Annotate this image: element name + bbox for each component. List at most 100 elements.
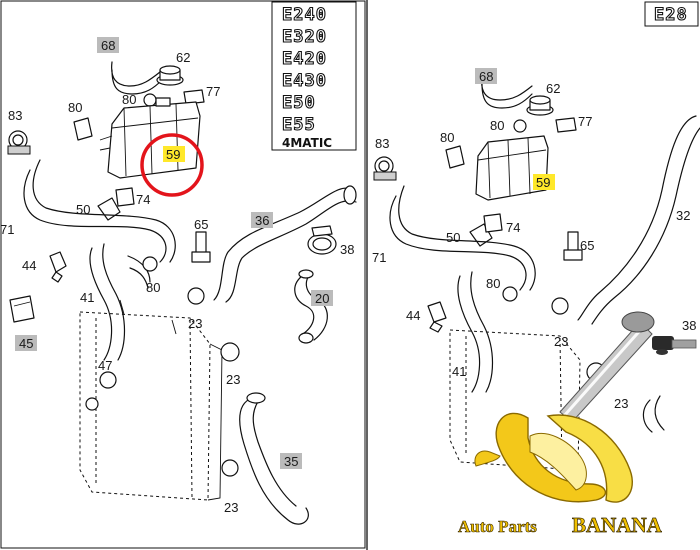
clip-44 bbox=[49, 251, 67, 283]
left-panel: E240 E320 E420 E430 E50 E55 4MATIC bbox=[0, 1, 357, 525]
r-label-74: 74 bbox=[506, 220, 520, 235]
label-45: 45 bbox=[19, 336, 33, 351]
r-label-38: 38 bbox=[682, 318, 696, 333]
model-e55: E55 bbox=[282, 115, 316, 135]
label-77: 77 bbox=[206, 84, 220, 99]
clamp-47 bbox=[99, 371, 117, 389]
label-44: 44 bbox=[22, 258, 36, 273]
hose-20-top bbox=[298, 269, 314, 279]
label-83: 83 bbox=[8, 108, 22, 123]
label-23a: 23 bbox=[188, 316, 202, 331]
r-hose-41 bbox=[457, 271, 494, 393]
label-23c: 23 bbox=[224, 500, 238, 515]
r-hose-32 bbox=[577, 115, 700, 325]
clip-77 bbox=[183, 89, 205, 105]
highlight-circle bbox=[140, 133, 204, 197]
r-clamp-23a bbox=[551, 297, 569, 315]
hose-36-end bbox=[343, 185, 357, 205]
clamp-80c bbox=[142, 256, 158, 272]
r-clip-44 bbox=[427, 301, 447, 333]
clamp-80b bbox=[73, 117, 93, 141]
label-38: 38 bbox=[340, 242, 354, 257]
r-label-32: 32 bbox=[676, 208, 690, 223]
r-label-59: 59 bbox=[536, 175, 550, 190]
r-label-41: 41 bbox=[452, 364, 466, 379]
r-clamp-80b bbox=[445, 145, 465, 169]
r-label-23a: 23 bbox=[554, 334, 568, 349]
clamp-47b bbox=[85, 397, 99, 411]
label-20: 20 bbox=[315, 291, 329, 306]
r-label-62: 62 bbox=[546, 81, 560, 96]
label-41: 41 bbox=[80, 290, 94, 305]
sensor-65 bbox=[191, 231, 211, 263]
model-e430: E430 bbox=[282, 71, 327, 91]
model-4matic: 4MATIC bbox=[282, 136, 332, 150]
hose-68 bbox=[111, 61, 163, 95]
label-80b: 80 bbox=[68, 100, 82, 115]
r-label-50: 50 bbox=[446, 230, 460, 245]
model-e420: E420 bbox=[282, 49, 327, 69]
r-label-80a: 80 bbox=[490, 118, 504, 133]
r-hose-lower bbox=[642, 395, 665, 433]
highlight-59 bbox=[163, 146, 185, 162]
r-label-65: 65 bbox=[580, 238, 594, 253]
label-68: 68 bbox=[101, 38, 115, 53]
r-cap-62 bbox=[526, 95, 554, 116]
clamp-23c bbox=[221, 459, 239, 477]
r-clip-77 bbox=[555, 117, 577, 133]
r-label-71: 71 bbox=[372, 250, 386, 265]
tie-rod-graphic bbox=[559, 311, 697, 423]
clamp-80a bbox=[143, 93, 157, 107]
box-68 bbox=[97, 37, 119, 53]
label-74: 74 bbox=[136, 192, 150, 207]
r-clamp-80c bbox=[502, 286, 518, 302]
clamp-83 bbox=[7, 130, 31, 155]
hose-71 bbox=[23, 159, 176, 263]
hose-35-end bbox=[246, 392, 266, 404]
box-35 bbox=[280, 453, 302, 469]
label-80c: 80 bbox=[146, 280, 160, 295]
r-label-80b: 80 bbox=[440, 130, 454, 145]
r-label-80c: 80 bbox=[486, 276, 500, 291]
r-expansion-tank bbox=[475, 135, 549, 201]
banana-logo: Auto Parts BANANA bbox=[458, 311, 697, 537]
r-box-68 bbox=[475, 68, 497, 84]
r-label-77: 77 bbox=[578, 114, 592, 129]
box-20 bbox=[311, 290, 333, 306]
label-62: 62 bbox=[176, 50, 190, 65]
label-47: 47 bbox=[98, 358, 112, 373]
hose-41 bbox=[89, 243, 126, 361]
label-59: 59 bbox=[166, 147, 180, 162]
model-e320: E320 bbox=[282, 27, 327, 47]
r-hose-68 bbox=[481, 75, 533, 109]
logo-brand-name: BANANA bbox=[572, 513, 663, 537]
box-45 bbox=[15, 335, 37, 351]
hose-36 bbox=[213, 187, 357, 303]
clamp-23a bbox=[187, 287, 205, 305]
model-e50: E50 bbox=[282, 93, 316, 113]
bracket-45 bbox=[9, 295, 35, 323]
r-label-68: 68 bbox=[479, 69, 493, 84]
left-model-list: E240 E320 E420 E430 E50 E55 4MATIC bbox=[271, 1, 357, 151]
label-50: 50 bbox=[76, 202, 90, 217]
hose-20-bottom bbox=[298, 332, 314, 344]
r-label-23b: 23 bbox=[614, 396, 628, 411]
box-36 bbox=[251, 212, 273, 228]
r-highlight-59 bbox=[533, 174, 555, 190]
label-36: 36 bbox=[255, 213, 269, 228]
r-clamp-83 bbox=[373, 156, 397, 181]
clamp-23b bbox=[220, 342, 240, 362]
hose-35 bbox=[239, 395, 309, 525]
r-sensor-65 bbox=[563, 231, 583, 261]
right-panel: E28 bbox=[372, 1, 700, 471]
cap-62 bbox=[156, 65, 184, 86]
label-71: 71 bbox=[0, 222, 14, 237]
r-label-44: 44 bbox=[406, 308, 420, 323]
label-80a: 80 bbox=[122, 92, 136, 107]
logo-brand-prefix: Auto Parts bbox=[458, 517, 537, 536]
grommet-74 bbox=[115, 187, 135, 207]
r-hose-71 bbox=[389, 185, 536, 291]
label-65: 65 bbox=[194, 217, 208, 232]
